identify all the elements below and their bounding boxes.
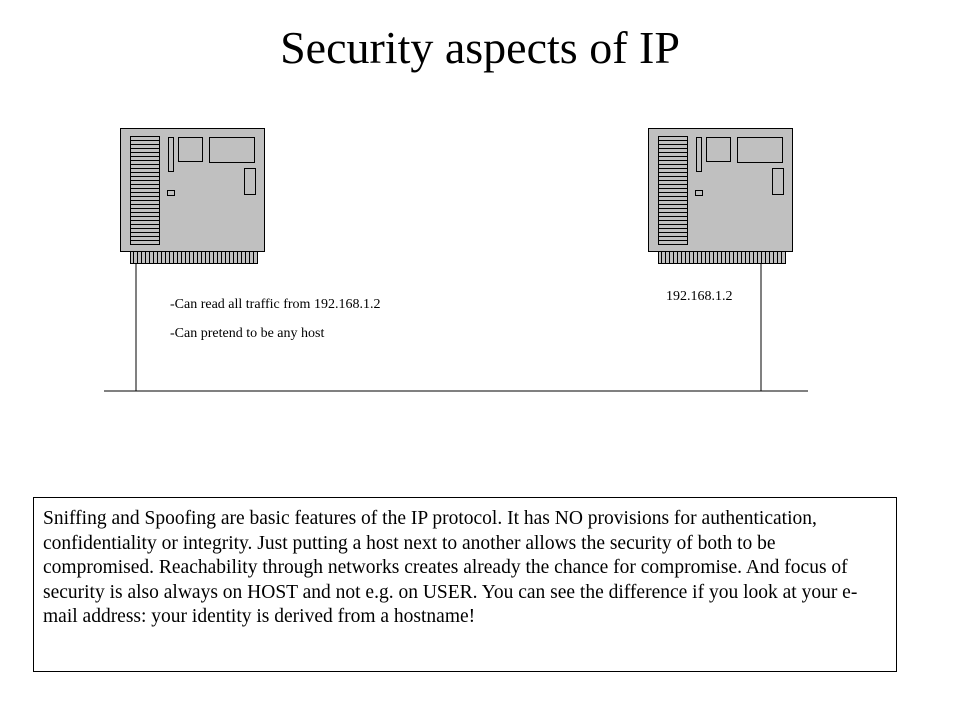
attacker-note-spoof: -Can pretend to be any host	[170, 326, 324, 341]
motherboard-icon	[649, 129, 793, 264]
chip-small	[245, 169, 256, 195]
jumper	[696, 191, 703, 196]
attacker-note-read: -Can read all traffic from 192.168.1.2	[170, 297, 380, 312]
slot	[697, 138, 702, 172]
explanation-box: Sniffing and Spoofing are basic features…	[33, 497, 897, 672]
chip-small	[773, 169, 784, 195]
chip-large	[738, 138, 783, 163]
jumper	[168, 191, 175, 196]
slot	[169, 138, 174, 172]
victim-ip-label: 192.168.1.2	[666, 289, 733, 304]
motherboard-icon	[121, 129, 265, 264]
chip-large	[210, 138, 255, 163]
chip-square	[707, 138, 731, 162]
chip-square	[179, 138, 203, 162]
